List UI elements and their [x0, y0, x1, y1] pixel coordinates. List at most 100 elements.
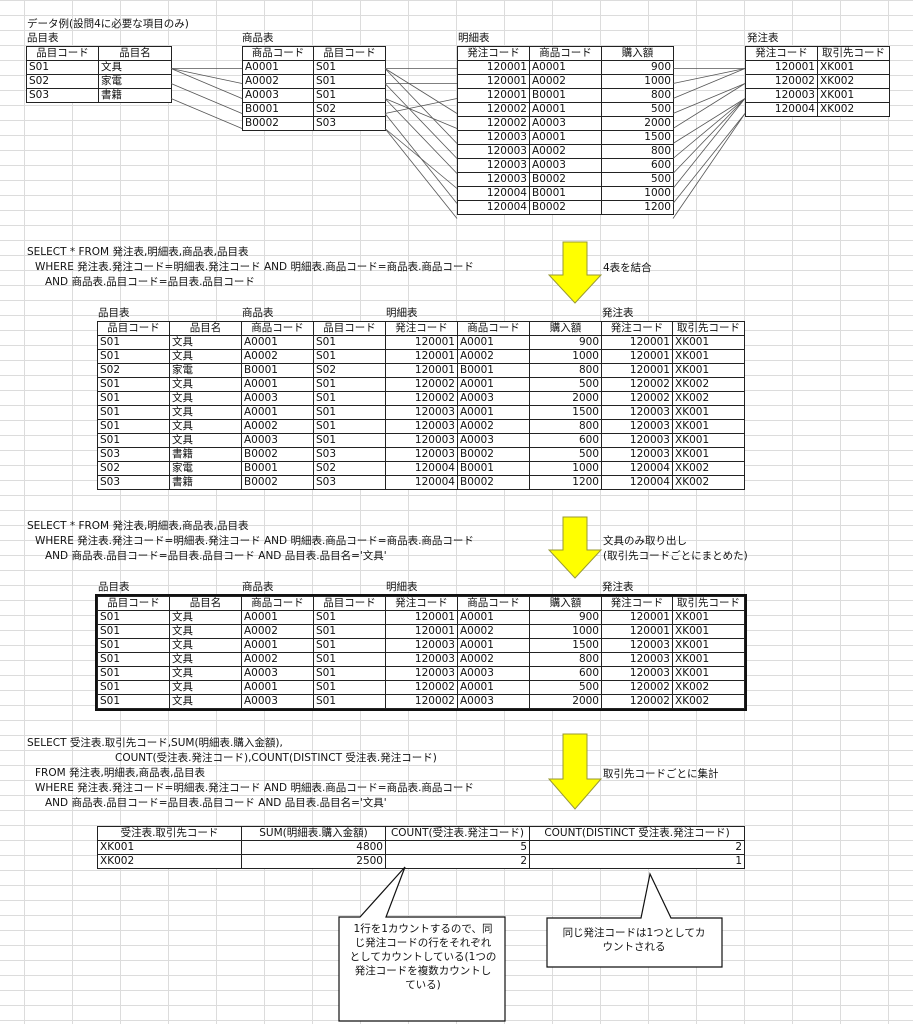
relation-line [672, 98, 746, 144]
table-cell: XK002 [672, 694, 745, 709]
table-cell: 120003 [601, 666, 673, 681]
table-cell: B0002 [457, 475, 530, 490]
callout-right-line1: 同じ発注コードは1つとしてカ [562, 927, 706, 939]
column-header: 発注コード [601, 321, 673, 336]
table-cell: 2000 [529, 391, 602, 406]
column-header: SUM(明細表.購入金額) [241, 826, 386, 841]
column-header: 品目コード [97, 321, 170, 336]
header-row: 品目コード品目名商品コード品目コード発注コード商品コード購入額発注コード取引先コ… [97, 596, 745, 611]
table-cell: 120001 [385, 335, 458, 350]
table-cell: 120003 [385, 666, 458, 681]
table-cell: S01 [313, 624, 386, 639]
header-row: 品目コード品目名 [26, 46, 172, 61]
relation-line [384, 113, 458, 204]
column-header: COUNT(DISTINCT 受注表.発注コード) [529, 826, 745, 841]
sql2-line3: AND 商品表.品目コード=品目表.品目コード AND 品目表.品目名='文具' [45, 550, 387, 562]
sql3-line3: FROM 発注表,明細表,商品表,品目表 [35, 767, 206, 779]
callout-left [338, 866, 506, 1022]
table-cell: 1000 [529, 461, 602, 476]
relation-line [170, 98, 243, 129]
header-row: 発注コード商品コード購入額 [457, 46, 674, 61]
table-cell: 2500 [241, 854, 386, 869]
table-cell: S03 [313, 447, 386, 462]
caption-hinmoku: 品目表 [27, 32, 59, 44]
table-cell: 2 [529, 840, 745, 855]
table-cell: 2000 [601, 116, 674, 131]
table-cell: 1500 [529, 405, 602, 420]
relation-line [170, 83, 243, 114]
table-cell: 120002 [385, 391, 458, 406]
table-cell: 120002 [385, 680, 458, 695]
sql3-line4: WHERE 発注表.発注コード=明細表.発注コード AND 明細表.商品コード=… [35, 782, 474, 794]
table-cell: A0003 [457, 433, 530, 448]
table-cell: 120003 [601, 419, 673, 434]
caption-shohin: 商品表 [242, 32, 274, 44]
table-cell: A0001 [457, 610, 530, 625]
table-cell: 120001 [385, 624, 458, 639]
table-cell: S01 [313, 419, 386, 434]
table-cell: XK001 [672, 433, 745, 448]
table-cell: 文具 [169, 419, 242, 434]
table-cell: 600 [529, 433, 602, 448]
table-cell: S03 [313, 116, 386, 131]
table-cell: 120002 [601, 694, 673, 709]
table-cell: 120004 [601, 475, 673, 490]
table-cell: 120003 [385, 447, 458, 462]
column-header: 受注表.取引先コード [97, 826, 242, 841]
table-cell: B0002 [457, 447, 530, 462]
table-cell: S01 [97, 335, 170, 350]
relation-line [672, 83, 746, 129]
down-arrow-2 [548, 516, 602, 579]
table-cell: 文具 [169, 666, 242, 681]
s1-caption-hinmoku: 品目表 [98, 307, 130, 319]
relation-line [384, 68, 458, 144]
table-cell: XK002 [97, 854, 242, 869]
table-cell: S01 [313, 405, 386, 420]
callout-left-line4: 発注コードを複数カウントし [354, 965, 492, 977]
table-cell: 120001 [601, 624, 673, 639]
relation-line [672, 98, 746, 174]
table-cell: 120003 [601, 638, 673, 653]
table-cell: 120002 [385, 694, 458, 709]
table-cell: XK002 [672, 377, 745, 392]
callout-left-line2: じ発注コードの行をそれぞれ [354, 937, 492, 949]
column-header: 取引先コード [672, 321, 745, 336]
table-cell: A0001 [241, 638, 314, 653]
table-cell: 120004 [385, 475, 458, 490]
table-cell: XK001 [672, 638, 745, 653]
callout-right [546, 872, 723, 968]
down-arrow-1 [548, 241, 602, 304]
table-cell: S03 [313, 475, 386, 490]
table-cell: B0001 [241, 461, 314, 476]
table-cell: S01 [97, 405, 170, 420]
sql1-line1: SELECT * FROM 発注表,明細表,商品表,品目表 [27, 246, 249, 258]
relation-line [384, 128, 458, 219]
table-cell: XK001 [672, 405, 745, 420]
table-cell: A0001 [241, 405, 314, 420]
table-cell: A0003 [457, 391, 530, 406]
table-cell: S02 [313, 363, 386, 378]
table-cell: 120001 [385, 610, 458, 625]
table-cell: XK001 [672, 363, 745, 378]
column-header: 品目コード [97, 596, 170, 611]
table-cell: A0001 [241, 610, 314, 625]
table-cell: 500 [529, 377, 602, 392]
column-header: 取引先コード [672, 596, 745, 611]
relation-line [672, 68, 746, 84]
table-cell: A0003 [241, 391, 314, 406]
table-cell: 120003 [385, 638, 458, 653]
note-join-four: 4表を結合 [603, 262, 652, 274]
relation-lines [170, 68, 746, 219]
